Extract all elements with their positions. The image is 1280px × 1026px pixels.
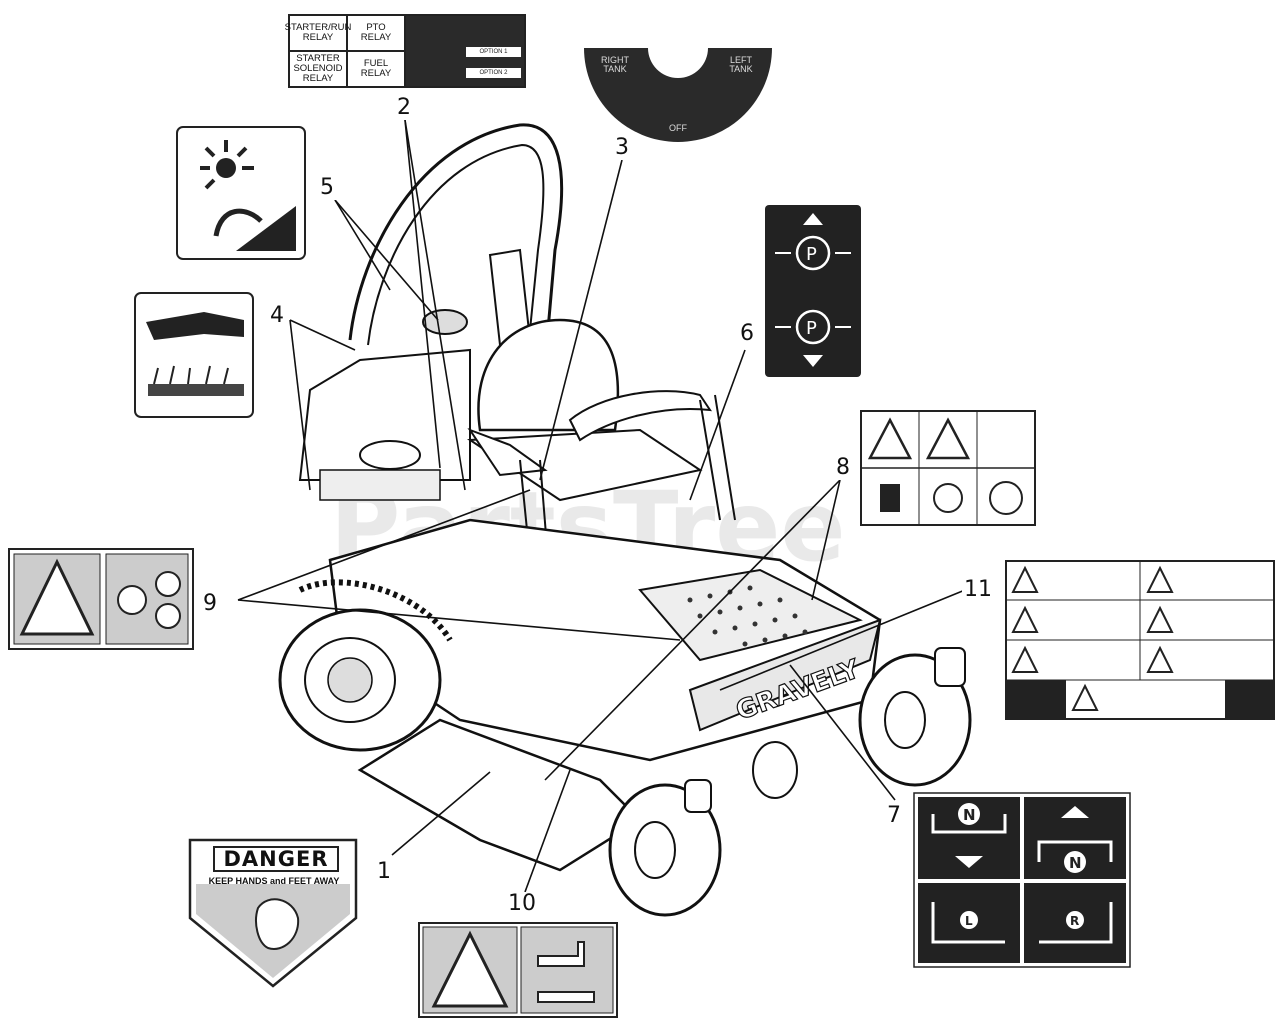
neutral-icon: N <box>963 806 976 824</box>
seat <box>477 318 620 432</box>
safety-decal-10 <box>418 922 618 1018</box>
warning-icon <box>1011 645 1039 673</box>
warning-icon <box>431 930 509 1008</box>
callout-5: 5 <box>318 175 336 200</box>
park-brake-decal: P P <box>765 205 861 377</box>
warning-icon <box>1011 565 1039 593</box>
callout-3: 3 <box>613 135 631 160</box>
safety-decal-11 <box>1005 560 1275 720</box>
relay-option-1: OPTION 1 <box>466 46 521 57</box>
relay-cell-starter-solenoid: STARTER SOLENOID RELAY <box>289 51 347 87</box>
footplate <box>638 568 863 662</box>
callout-4: 4 <box>268 303 286 328</box>
park-brake-icon <box>795 309 831 345</box>
danger-subtitle: KEEP HANDS and FEET AWAY <box>208 876 340 886</box>
svg-text:P: P <box>806 244 817 265</box>
warning-icon <box>1071 683 1099 711</box>
neutral-icon: N <box>1069 854 1082 872</box>
callout-10: 10 <box>506 891 538 916</box>
callout-7: 7 <box>885 803 903 828</box>
relay-cell-fuel: FUEL RELAY <box>347 51 405 87</box>
fuel-off: OFF <box>669 123 687 133</box>
right-turn-icon: R <box>1070 914 1079 928</box>
callout-9: 9 <box>201 591 219 616</box>
safety-decal-9 <box>8 548 194 650</box>
relay-fuse-block: OPTION 1 OPTION 2 <box>405 15 525 87</box>
callout-2: 2 <box>395 95 413 120</box>
cut-hazard-decal <box>134 292 254 418</box>
warning-icon <box>925 417 971 460</box>
roll-bar <box>348 123 564 341</box>
warning-icon <box>1146 645 1174 673</box>
fuel-left-tank: LEFT TANK <box>729 55 753 74</box>
relay-cell-starter-run: STARTER/RUN RELAY <box>285 15 351 51</box>
callout-8: 8 <box>834 455 852 480</box>
callout-11: 11 <box>962 577 994 602</box>
park-brake-icon <box>795 235 831 271</box>
warning-icon <box>1146 605 1174 633</box>
hand-hazard-decal <box>176 126 306 260</box>
warning-icon <box>1146 565 1174 593</box>
callout-1: 1 <box>375 859 393 884</box>
svg-text:P: P <box>806 318 817 339</box>
relay-cell-pto: PTO RELAY <box>347 15 405 51</box>
warning-icon <box>19 558 95 636</box>
relay-option-2: OPTION 2 <box>466 68 521 79</box>
left-turn-icon: L <box>965 914 973 928</box>
safety-decal-8 <box>860 410 1036 526</box>
warning-icon <box>867 417 913 460</box>
fuel-right-tank: RIGHT TANK <box>601 55 629 74</box>
danger-title: DANGER <box>213 846 339 872</box>
callout-6: 6 <box>738 321 756 346</box>
warning-icon <box>1011 605 1039 633</box>
fuel-selector-decal <box>584 48 772 142</box>
danger-decal <box>188 838 358 988</box>
motion-control-decal: N N L R <box>913 792 1131 968</box>
